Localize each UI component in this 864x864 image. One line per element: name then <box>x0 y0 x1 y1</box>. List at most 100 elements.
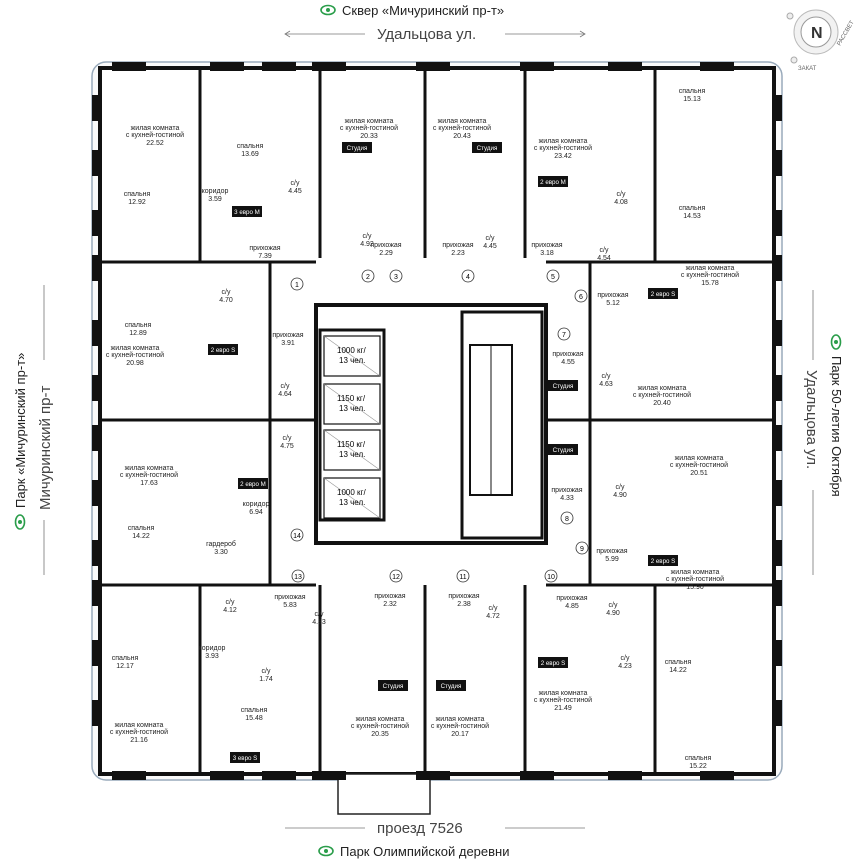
window <box>773 150 782 176</box>
room-name: с/у <box>281 383 290 390</box>
window <box>312 771 346 780</box>
window <box>773 700 782 726</box>
room-label: с/у4.75 <box>280 435 294 450</box>
room-area: 15.22 <box>689 763 707 770</box>
room-area: 14.22 <box>669 667 687 674</box>
room-area: 15.48 <box>245 715 263 722</box>
window <box>773 210 782 236</box>
apartment-type-badge: 2 евро S <box>648 555 678 566</box>
window <box>92 425 101 451</box>
elevator-cabin: 1150 кг/13 чел. <box>323 383 381 425</box>
room-area: 21.49 <box>554 705 572 712</box>
entrance-number-label: 11 <box>459 574 466 581</box>
window <box>312 62 346 71</box>
apartment-type-badge: Студия <box>472 142 502 153</box>
room-area: 4.33 <box>560 495 574 502</box>
apartment-type-label: Студия <box>477 145 498 152</box>
room-name: с/у <box>486 235 495 242</box>
room-label: с/у4.72 <box>486 605 500 620</box>
room-name: с/у <box>226 599 235 606</box>
room-name: с/у <box>617 191 626 198</box>
room-name: прихожая <box>551 487 582 494</box>
apartment-type-badge: Студия <box>378 680 408 691</box>
elevator-capacity: 1000 кг/ <box>337 346 366 355</box>
entrance-number: 2 <box>361 269 375 283</box>
room-area: 15.78 <box>701 280 719 287</box>
room-area: 4.45 <box>288 188 302 195</box>
room-area: 5.99 <box>605 556 619 563</box>
room-area: 4.08 <box>614 199 628 206</box>
window <box>773 375 782 401</box>
entrance-number-label: 6 <box>579 294 583 301</box>
apartment-type-badge: 2 евро S <box>538 657 568 668</box>
room-subtitle: с кухней-гостиной <box>106 351 164 359</box>
room-label: с/у4.92 <box>360 233 374 248</box>
window <box>773 425 782 451</box>
room-area: 4.75 <box>280 443 294 450</box>
elevator-cabin: 1000 кг/13 чел. <box>323 335 381 377</box>
room-name: с/у <box>602 373 611 380</box>
entrance-number-label: 7 <box>562 332 566 339</box>
apartment-type-label: 3 евро М <box>234 209 260 216</box>
entrance-number-label: 13 <box>294 574 302 581</box>
room-label: с/у4.54 <box>597 247 611 262</box>
room-name: коридор <box>202 188 229 195</box>
elevator-persons: 13 чел. <box>339 356 365 365</box>
window <box>262 771 296 780</box>
window <box>92 95 101 121</box>
apartment-type-badge: Студия <box>342 142 372 153</box>
room-name: прихожая <box>552 351 583 358</box>
entrance-number-label: 8 <box>565 516 569 523</box>
entrance-number-label: 12 <box>392 574 400 581</box>
apartment-type-badge: Студия <box>436 680 466 691</box>
moon-icon <box>790 56 798 64</box>
room-area: 4.33 <box>312 619 326 626</box>
compass: N РАССВЕТ ЗАКАТ <box>786 9 856 72</box>
room-area: 4.70 <box>219 297 233 304</box>
window <box>92 375 101 401</box>
bottom-header: проезд 7526 Парк Олимпийской деревни <box>285 820 585 859</box>
compass-north-label: N <box>811 25 823 42</box>
room-label: с/у4.12 <box>223 599 237 614</box>
top-park-label: Сквер «Мичуринский пр-т» <box>342 3 504 18</box>
room-area: 20.33 <box>360 133 378 140</box>
entrance-number-label: 10 <box>547 574 555 581</box>
window <box>92 640 101 666</box>
room-subtitle: с кухней-гостиной <box>351 722 409 730</box>
arrow-left-head <box>284 30 291 38</box>
room-label: с/у4.63 <box>599 373 613 388</box>
window <box>112 62 146 71</box>
room-name: спальня <box>665 659 692 666</box>
room-area: 20.98 <box>126 360 144 367</box>
room-name: жилая комната <box>131 125 180 132</box>
room-name: жилая комната <box>438 118 487 125</box>
window <box>112 771 146 780</box>
left-header: Парк «Мичуринский пр-т» Мичуринский пр-т <box>13 285 54 575</box>
right-header: Парк 50-летия Октября Удальцова ул. <box>803 290 844 575</box>
room-area: 15.13 <box>683 96 701 103</box>
apartment-type-label: Студия <box>347 145 368 152</box>
room-name: жилая комната <box>539 690 588 697</box>
room-label: с/у4.45 <box>483 235 497 250</box>
window <box>210 771 244 780</box>
room-area: 3.30 <box>214 549 228 556</box>
room-name: с/у <box>363 233 372 240</box>
bottom-street-label: проезд 7526 <box>377 820 463 837</box>
entrance-number-label: 14 <box>293 533 301 540</box>
room-name: жилая комната <box>125 465 174 472</box>
